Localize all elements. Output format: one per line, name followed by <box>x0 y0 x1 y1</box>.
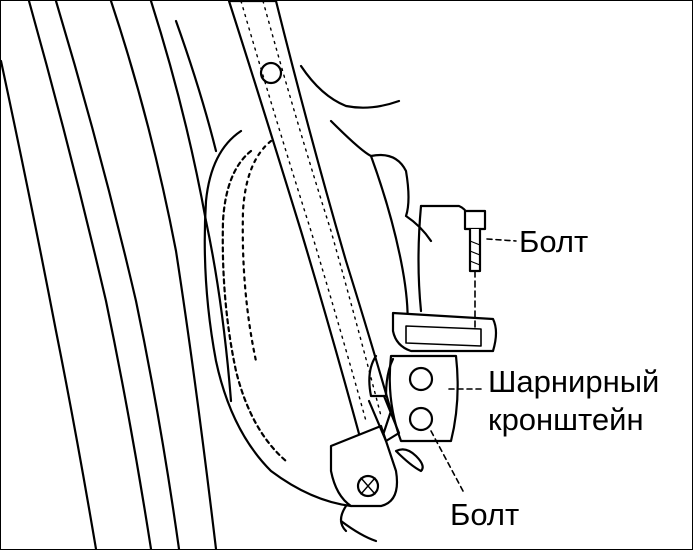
seat-belt-webbing <box>227 1 393 443</box>
label-hinge-bracket-line2: кронштейн <box>488 402 644 437</box>
belt-anchor-plate <box>329 424 399 508</box>
label-hinge-bracket-line1: Шарнирный <box>488 364 660 399</box>
label-bolt-bottom: Болт <box>450 497 520 532</box>
hinge-bracket <box>367 311 498 443</box>
label-bolt-top: Болт <box>519 224 589 259</box>
panel-recess <box>203 129 353 508</box>
leader-lines <box>430 238 517 492</box>
door-frame-lines <box>1 1 233 549</box>
top-bolt-icon <box>463 209 487 332</box>
misc-details <box>339 448 424 543</box>
